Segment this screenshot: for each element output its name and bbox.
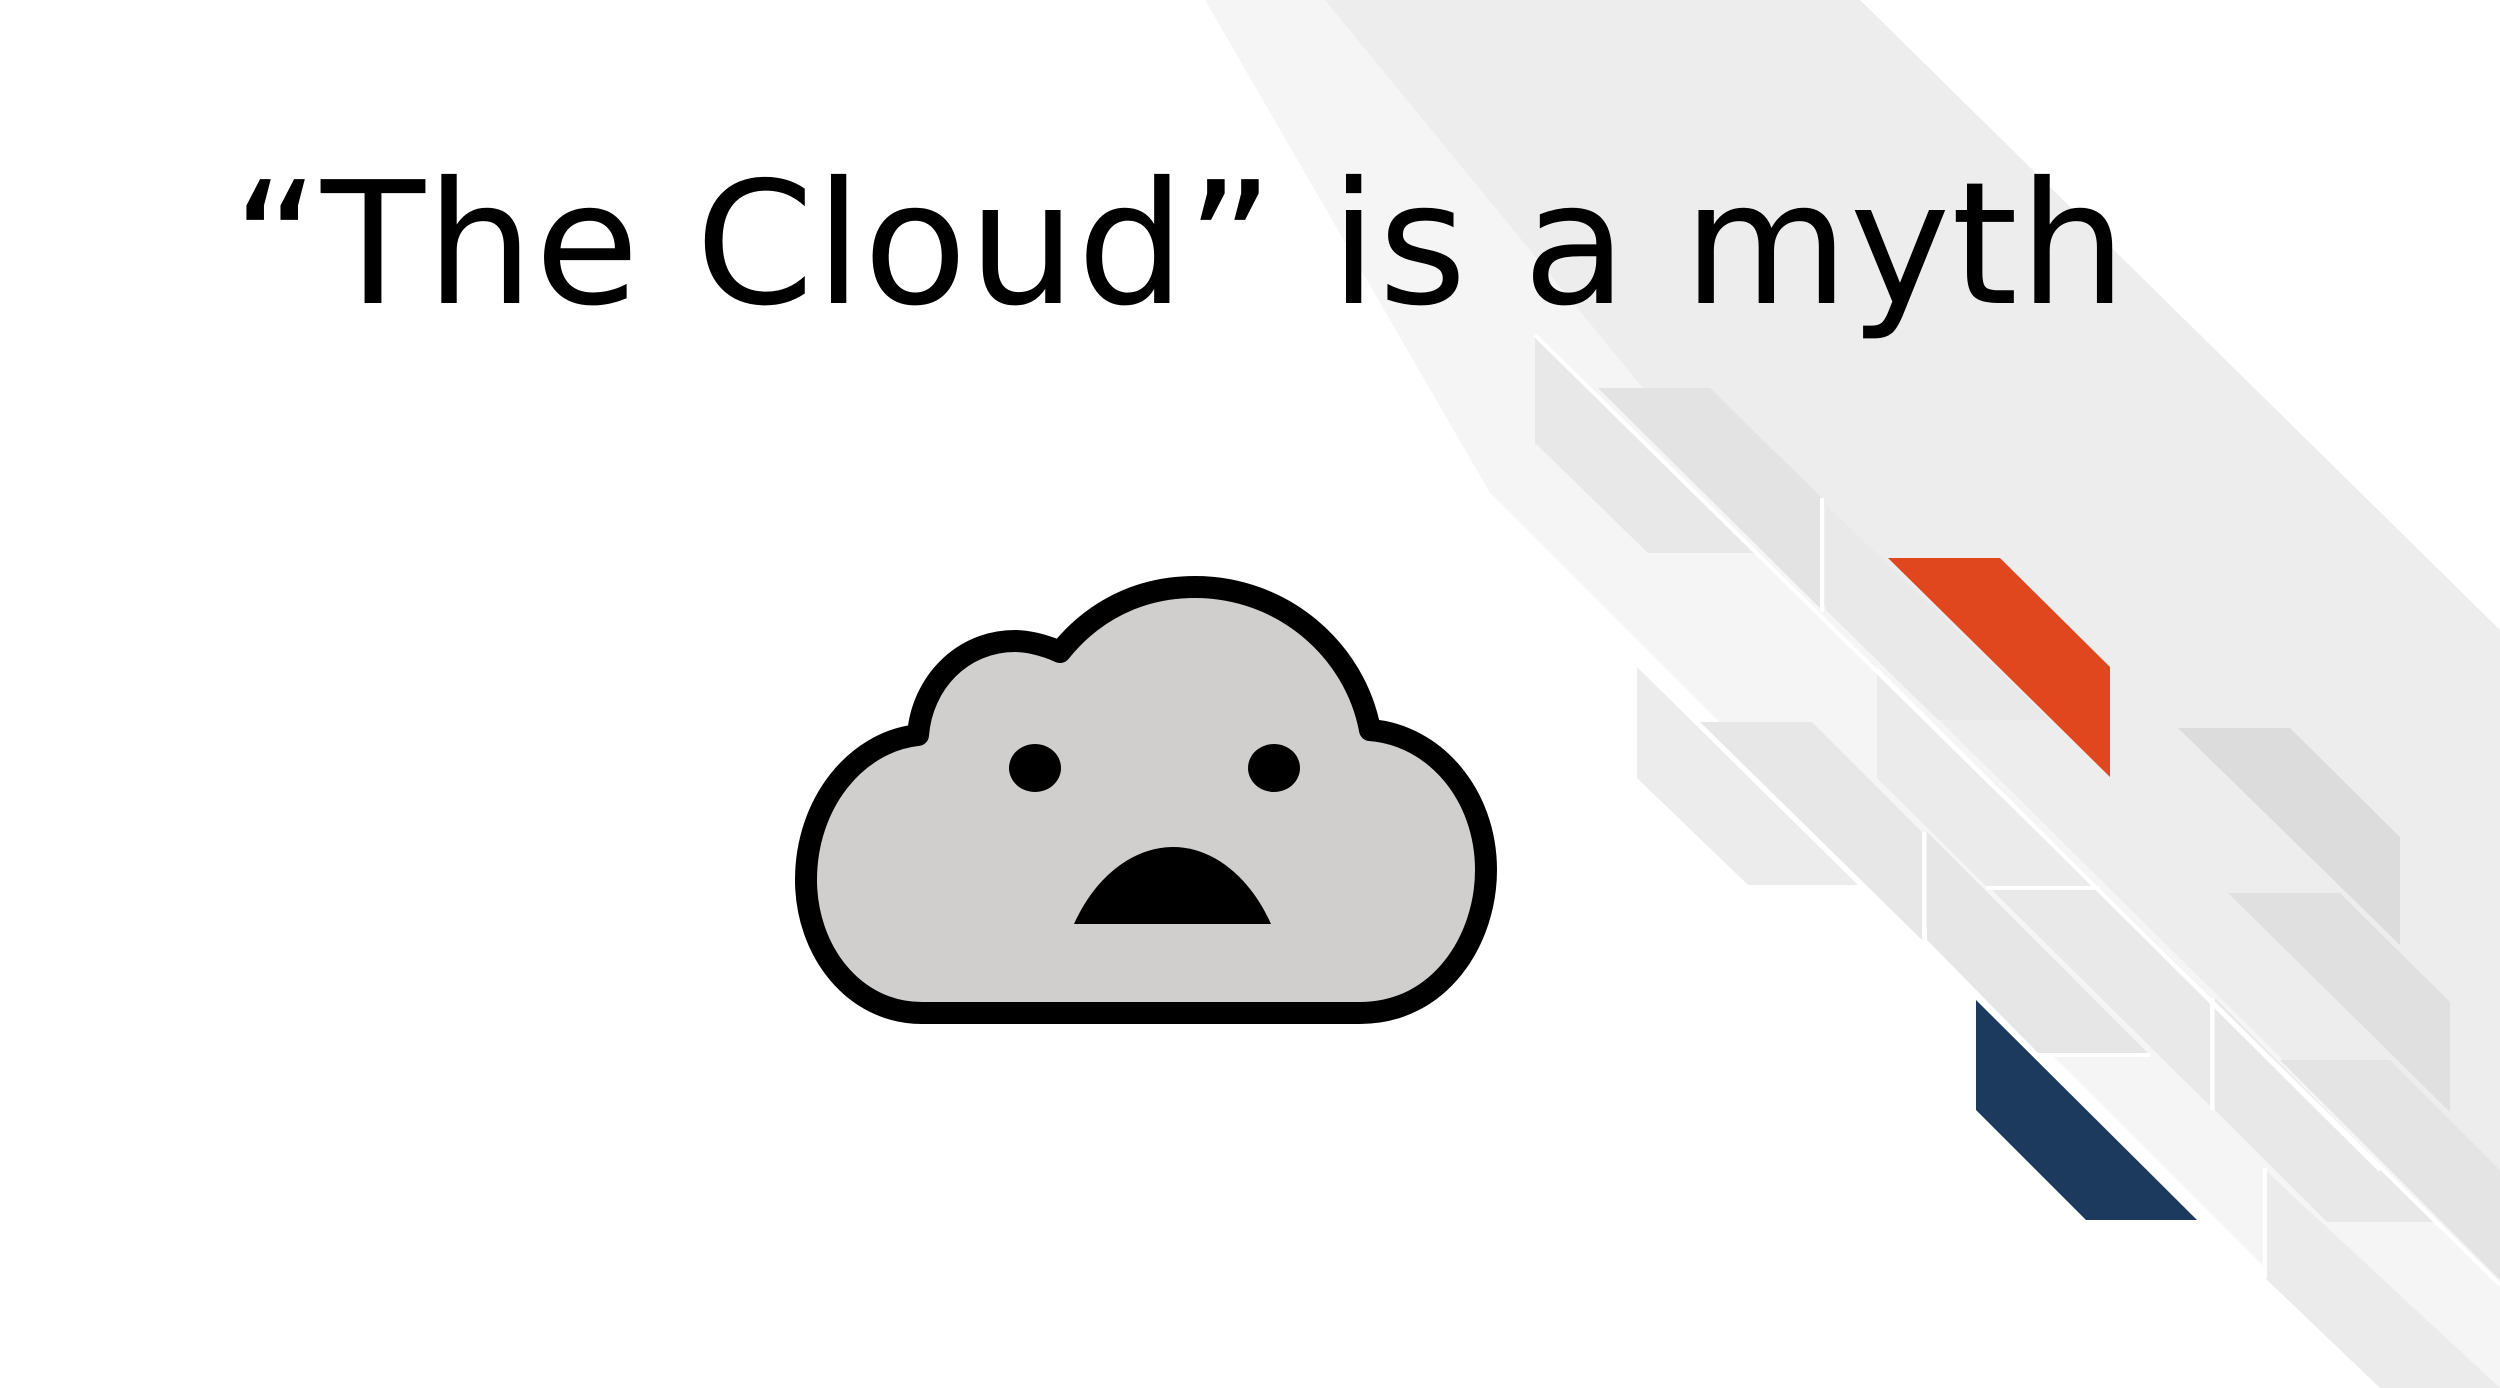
decor-lines (1533, 333, 2500, 1287)
slide-title: “The Cloud” is a myth (232, 146, 2128, 344)
decor-tile (1826, 505, 2050, 720)
decor-tile (1637, 667, 1858, 885)
decor-tile (2265, 1170, 2500, 1388)
cloud-frown-mouth (1074, 847, 1271, 924)
decor-tile (1598, 388, 1822, 610)
decor-tile (1990, 888, 2212, 1108)
cloud-body (795, 576, 1497, 1024)
decor-accent-orange (1888, 558, 2110, 777)
decor-tile (2280, 1060, 2500, 1280)
decor-tile (2228, 893, 2450, 1112)
decor-tile (1927, 832, 2150, 1055)
decor-tile (1700, 722, 1922, 940)
decor-accent-navy (1976, 1000, 2197, 1220)
decor-tile (2178, 728, 2400, 945)
cloud-left-eye (1009, 744, 1061, 792)
cloud-right-eye (1248, 744, 1300, 792)
